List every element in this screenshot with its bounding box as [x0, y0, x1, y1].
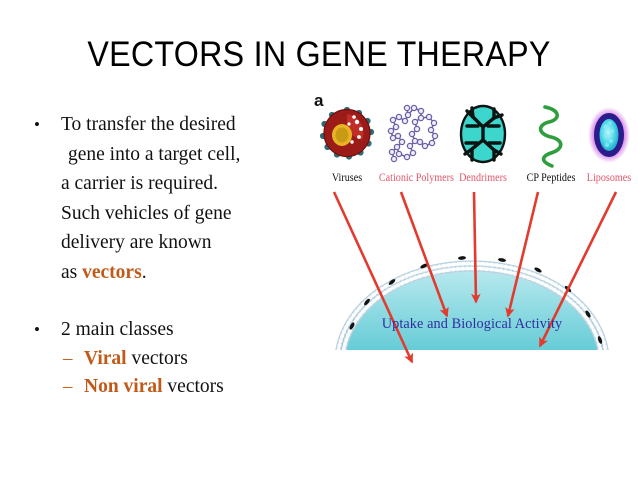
- page-title: VECTORS IN GENE THERAPY: [87, 35, 551, 74]
- vector-item-dendrimers: Dendrimers: [452, 102, 514, 190]
- sub-bullet-viral-rest: vectors: [126, 347, 188, 369]
- cell-membrane: [335, 260, 609, 350]
- bullet-1-line-1: To transfer the desired: [61, 114, 236, 135]
- uptake-diagram: [332, 191, 618, 364]
- vector-label-viruses: Viruses: [331, 172, 363, 184]
- liposome-icon: [588, 107, 630, 163]
- bullet-item-2: • 2 main classes: [22, 315, 300, 345]
- keyword-viral: Viral: [84, 347, 127, 369]
- sub-bullet-non-viral-rest: vectors: [162, 375, 224, 397]
- polymer-chain-icon: [387, 104, 439, 163]
- arrow-liposomes: [538, 191, 618, 348]
- keyword-non-viral: Non viral: [84, 375, 163, 397]
- sub-bullet-viral: – Viral vectors: [61, 345, 300, 373]
- bullet-1-line-6-prefix: as: [61, 261, 83, 283]
- vector-item-cationic-polymers: Cationic Polymers: [379, 102, 454, 190]
- bullet-2-text: 2 main classes: [61, 315, 300, 345]
- bullet-1-line-6-suffix: .: [141, 261, 147, 283]
- vector-label-dendrimers: Dendrimers: [459, 172, 507, 184]
- arrow-viruses: [332, 191, 414, 364]
- vector-item-viruses: Viruses: [316, 102, 378, 190]
- sub-bullet-non-viral: – Non viral vectors: [61, 373, 300, 401]
- arrow-dendrimers: [471, 191, 481, 304]
- bullet-marker: •: [34, 320, 40, 339]
- gene-delivery-figure: a: [306, 92, 638, 444]
- bullet-1-text: To transfer the desired gene into a targ…: [61, 110, 300, 287]
- bullet-2-line-1: 2 main classes: [61, 319, 174, 340]
- panel-letter-a: a: [314, 91, 324, 110]
- dendrimer-icon: [459, 104, 507, 164]
- bullet-item-1: • To transfer the desired gene into a ta…: [22, 110, 300, 287]
- keyword-vectors: vectors: [82, 261, 142, 283]
- virus-icon: [319, 106, 375, 160]
- peptide-helix-icon: [538, 105, 563, 168]
- arrow-cationic-polymers: [399, 191, 449, 318]
- cell-body: [345, 270, 599, 350]
- bullet-1-line-6: as vectors.: [61, 258, 300, 288]
- bullet-1-line-2: gene into a target cell,: [68, 143, 241, 165]
- bullet-marker: •: [34, 115, 40, 134]
- sub-bullet-viral-text: Viral vectors: [84, 345, 300, 373]
- vector-label-cp-peptides: CP Peptides: [526, 172, 576, 184]
- vector-item-liposomes: Liposomes: [578, 102, 638, 190]
- sub-bullet-dash: –: [63, 347, 73, 369]
- arrow-cp-peptides: [505, 191, 540, 318]
- membrane-proteins: [349, 256, 603, 344]
- bullet-1-line-3: a carrier is required.: [61, 173, 218, 194]
- bullet-item-2-group: • 2 main classes – Viral vectors – Non v…: [22, 315, 300, 401]
- body-text-column: • To transfer the desired gene into a ta…: [22, 110, 300, 401]
- vector-item-cp-peptides: CP Peptides: [520, 102, 582, 190]
- sub-bullet-dash: –: [63, 375, 73, 397]
- vector-label-liposomes: Liposomes: [586, 172, 632, 184]
- bullet-1-line-4: Such vehicles of gene: [61, 202, 232, 224]
- delivery-arrows: [332, 191, 618, 364]
- bullet-1-line-5: delivery are known: [61, 232, 212, 253]
- vector-label-cationic-polymers: Cationic Polymers: [378, 172, 454, 184]
- sub-bullet-non-viral-text: Non viral vectors: [84, 373, 300, 401]
